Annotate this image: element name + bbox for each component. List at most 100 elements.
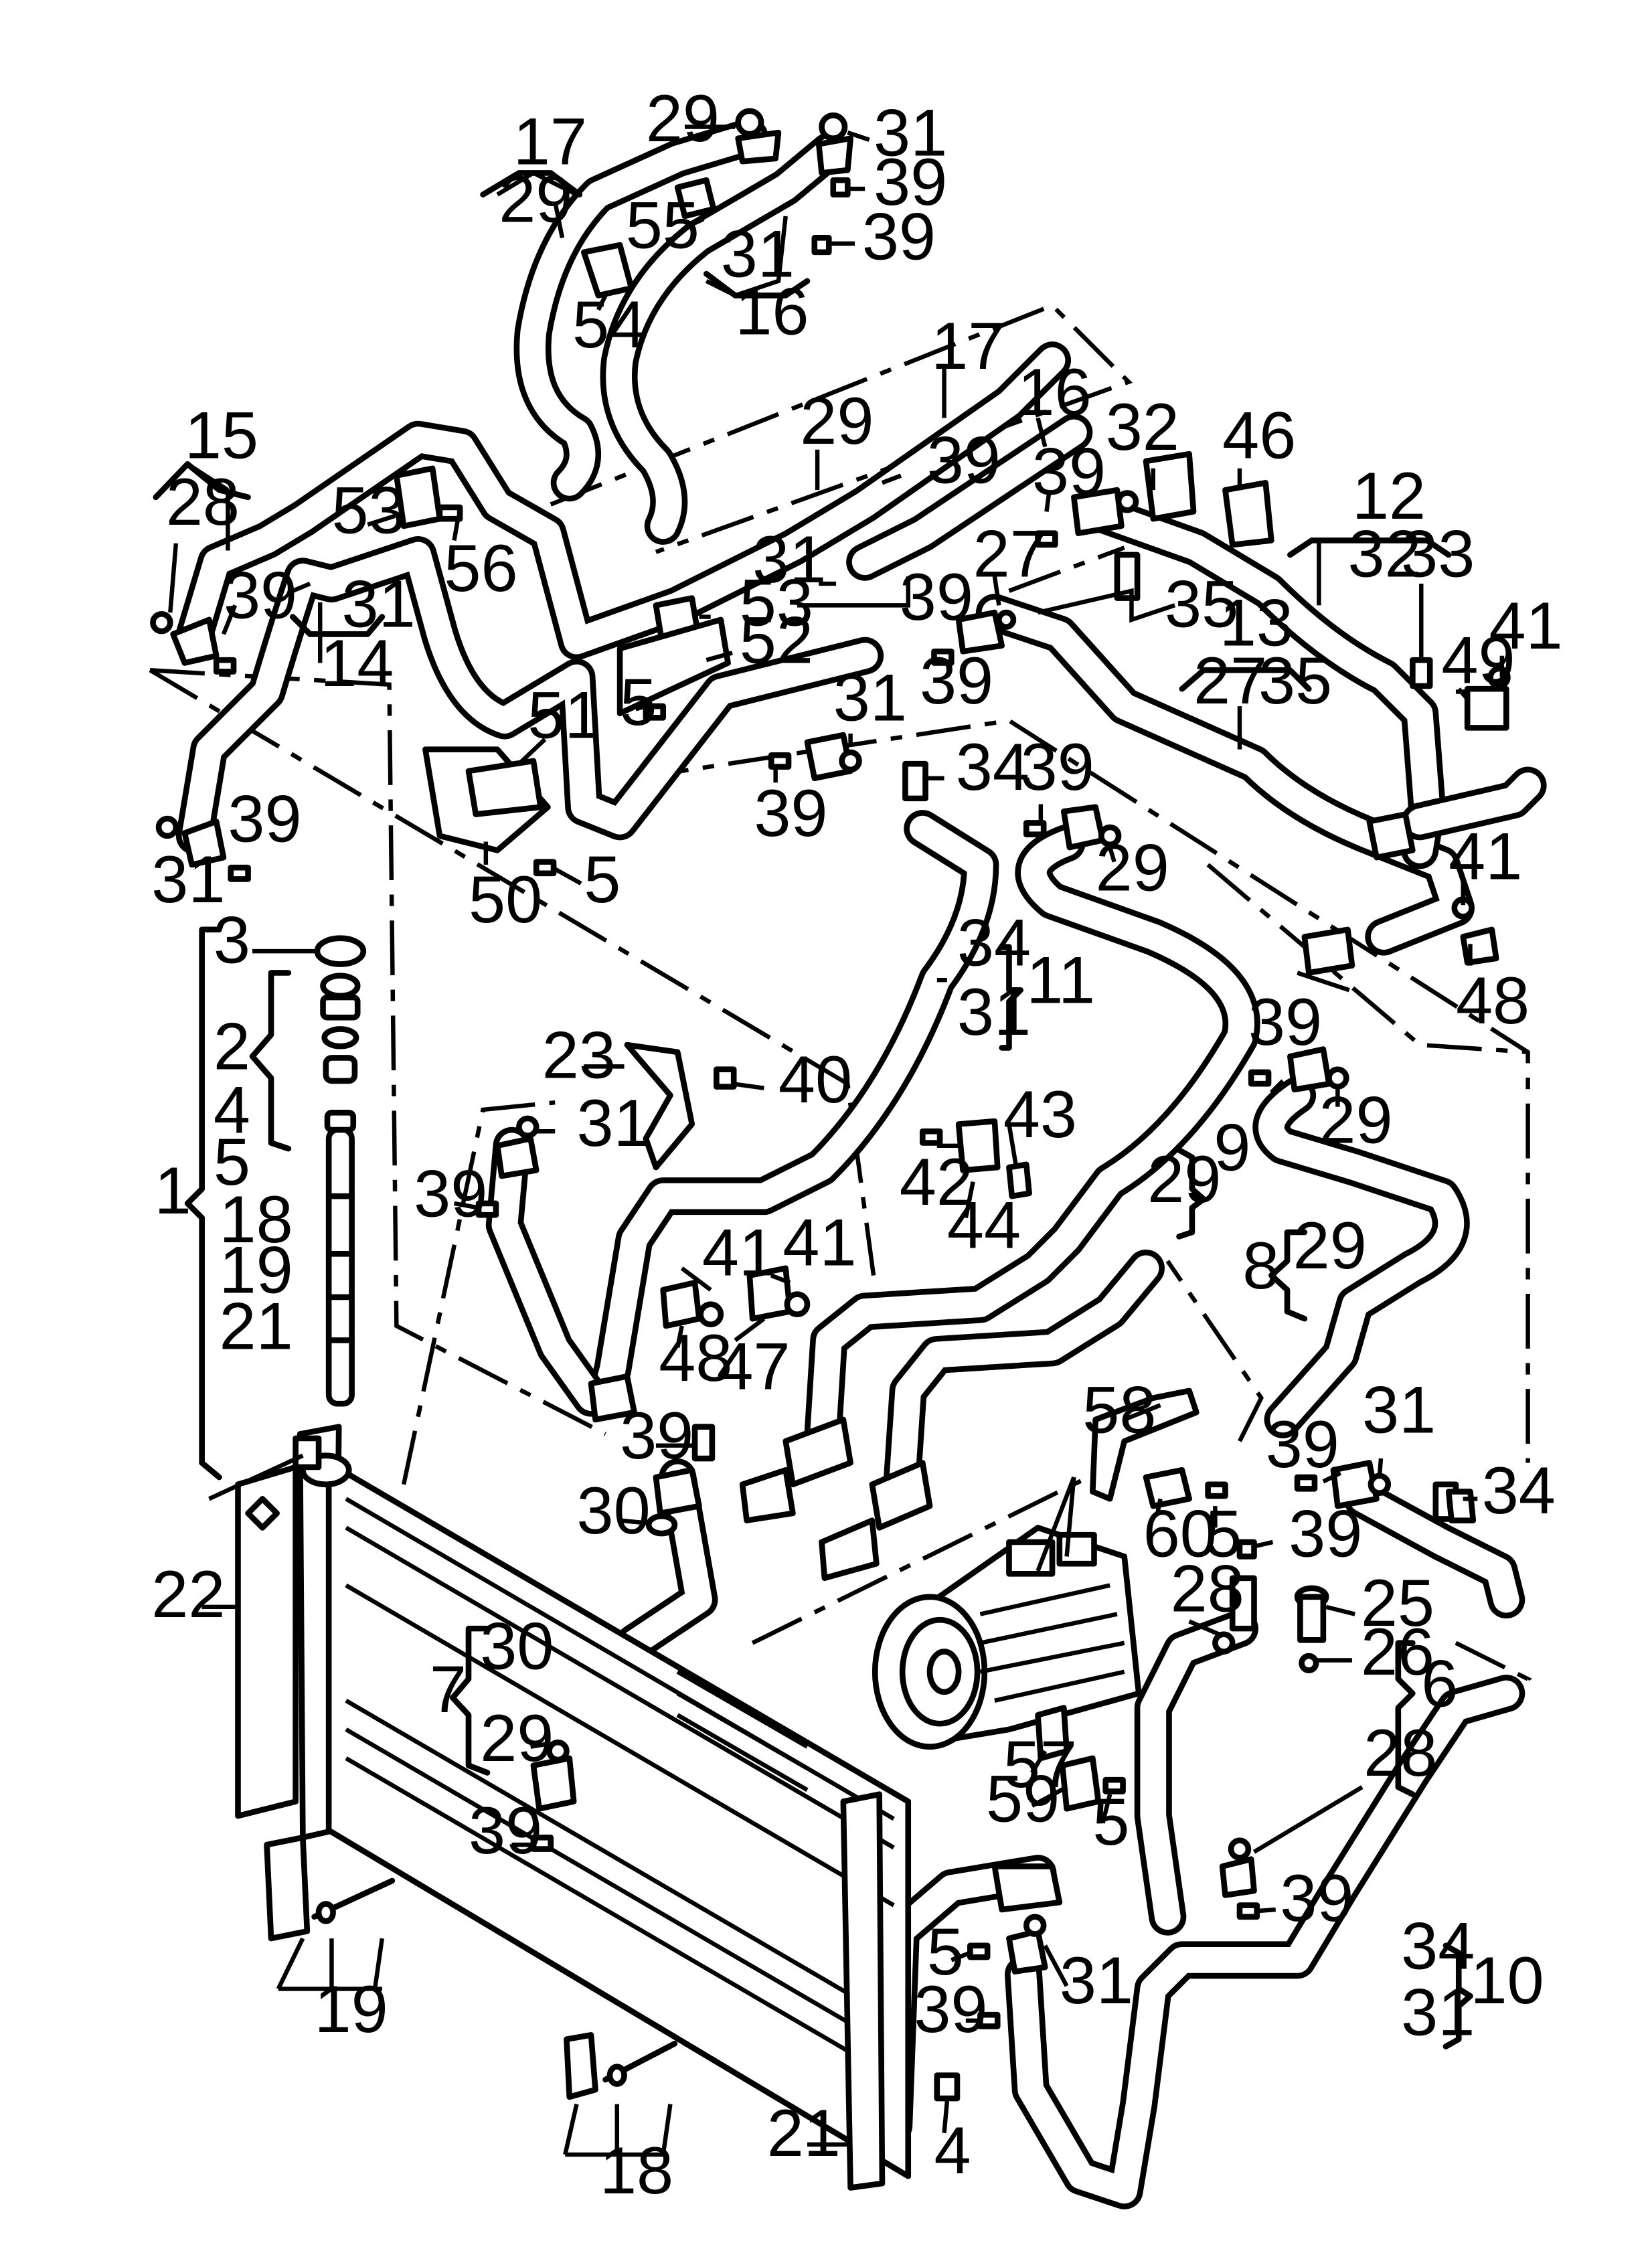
callout-34: 34	[1482, 1453, 1556, 1527]
callout-2: 2	[214, 1009, 250, 1084]
callout-29: 29	[1147, 1142, 1221, 1216]
callout-29: 29	[1096, 831, 1169, 905]
callout-41: 41	[1449, 819, 1522, 893]
callout-33: 33	[1401, 516, 1475, 590]
callout-19: 19	[219, 1232, 293, 1307]
callout-48: 48	[1456, 963, 1530, 1037]
callout-39: 39	[1289, 1496, 1362, 1570]
hose-lines	[175, 118, 1547, 2209]
callout-29: 29	[1319, 1082, 1392, 1157]
callout-39: 39	[927, 422, 1001, 497]
callout-40: 40	[778, 1042, 852, 1116]
callout-39: 39	[754, 776, 827, 850]
callout-56: 56	[444, 531, 517, 605]
callout-21: 21	[219, 1288, 293, 1363]
callout-29: 29	[1293, 1208, 1367, 1282]
callout-41: 41	[782, 1205, 856, 1280]
callout-39: 39	[914, 1972, 987, 2046]
callout-34: 34	[957, 906, 1031, 980]
callout-28: 28	[1171, 1551, 1244, 1625]
callout-27: 27	[973, 516, 1047, 590]
callout-43: 43	[1003, 1077, 1077, 1151]
callout-labels: 29 31 39 39 17 29 55 31 16 54 17 16 29 3…	[151, 81, 1562, 2207]
callout-54: 54	[572, 287, 646, 361]
callout-44: 44	[947, 1188, 1021, 1262]
callout-6: 6	[1421, 1646, 1458, 1720]
callout-15: 15	[185, 398, 258, 473]
callout-19: 19	[315, 1972, 388, 2046]
callout-21: 21	[767, 2096, 841, 2170]
callout-39: 39	[414, 1156, 487, 1230]
callout-31: 31	[576, 1086, 650, 1160]
callout-23: 23	[542, 1018, 616, 1092]
callout-8: 8	[1242, 1228, 1279, 1303]
callout-5: 5	[214, 1124, 250, 1199]
callout-39: 39	[469, 1793, 542, 1867]
callout-4: 4	[214, 1072, 250, 1147]
compressor	[872, 1525, 1142, 1750]
callout-39: 39	[1266, 1407, 1339, 1481]
callout-39: 39	[920, 643, 993, 718]
callout-7: 7	[430, 1652, 467, 1726]
callout-16: 16	[735, 274, 809, 349]
callout-49: 49	[1441, 623, 1515, 697]
callout-42: 42	[900, 1145, 973, 1219]
callout-26: 26	[1361, 1614, 1434, 1689]
callout-31: 31	[342, 567, 416, 641]
callout-41: 41	[1489, 588, 1562, 663]
callout-31: 31	[1401, 1975, 1475, 2049]
callout-46: 46	[1222, 398, 1296, 473]
callout-39: 39	[862, 199, 936, 274]
callout-39: 39	[224, 558, 297, 633]
callout-18: 18	[219, 1182, 293, 1256]
callout-53: 53	[331, 473, 405, 548]
callout-9: 9	[1214, 1110, 1250, 1184]
dryer-cartridge	[314, 935, 367, 1407]
callout-47: 47	[716, 1329, 790, 1404]
callout-28: 28	[1364, 1715, 1437, 1790]
callout-4: 4	[934, 2113, 971, 2187]
callout-32: 32	[1106, 390, 1179, 464]
callout-12: 12	[1352, 458, 1426, 533]
fittings	[150, 108, 1511, 2102]
condenser	[235, 1424, 912, 2191]
callout-22: 22	[151, 1557, 225, 1631]
callout-31: 31	[752, 522, 826, 596]
callout-16: 16	[1017, 355, 1091, 429]
callout-29: 29	[480, 1701, 554, 1775]
callout-52: 52	[740, 602, 813, 677]
callout-39: 39	[1248, 985, 1322, 1059]
callout-1: 1	[155, 1153, 191, 1228]
callout-58: 58	[1082, 1372, 1156, 1446]
callout-29: 29	[499, 162, 572, 236]
callout-31: 31	[1362, 1372, 1436, 1446]
callout-34: 34	[1401, 1908, 1475, 1983]
callout-31: 31	[874, 96, 947, 170]
callout-13: 13	[1220, 586, 1293, 660]
callout-30: 30	[576, 1473, 650, 1547]
callout-31: 31	[721, 216, 795, 290]
callout-51: 51	[527, 677, 601, 752]
callout-3: 3	[214, 902, 250, 977]
callout-60: 60	[1143, 1496, 1217, 1570]
callout-59: 59	[986, 1762, 1060, 1836]
callout-14: 14	[320, 626, 394, 700]
callout-27: 27	[1193, 643, 1267, 718]
callout-10: 10	[1470, 1943, 1544, 2017]
callout-57: 57	[1003, 1727, 1077, 1801]
callout-31: 31	[833, 661, 907, 735]
callout-29: 29	[646, 81, 720, 155]
callout-5: 5	[927, 1914, 964, 1989]
callout-32: 32	[1347, 516, 1421, 590]
callout-34: 34	[956, 730, 1029, 804]
callout-39: 39	[900, 560, 973, 634]
callout-31: 31	[957, 975, 1031, 1049]
callout-11: 11	[1026, 943, 1095, 1017]
callout-39: 39	[1032, 434, 1106, 509]
callout-35: 35	[1258, 643, 1332, 718]
callout-55: 55	[626, 187, 699, 262]
callout-5: 5	[1205, 1496, 1242, 1570]
callout-39: 39	[1021, 730, 1094, 804]
callout-39: 39	[620, 1398, 693, 1473]
